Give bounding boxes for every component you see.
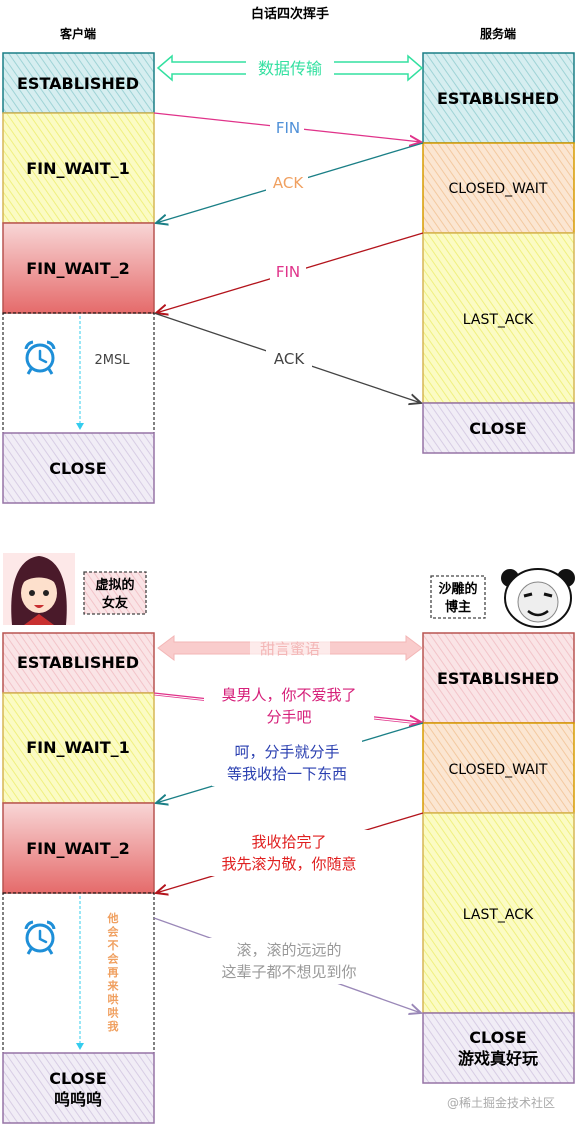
timer-label-char: 再 xyxy=(108,966,119,979)
diagram1-server-label: 服务端 xyxy=(480,26,516,41)
blogger-state-close-line1: CLOSE xyxy=(469,1028,526,1047)
diagram1-server-column: ESTABLISHED CLOSED_WAIT LAST_ACK CLOSE xyxy=(422,52,575,454)
timer-label-char: 哄 xyxy=(108,1006,119,1020)
client-timer-region xyxy=(2,312,155,434)
blogger-state-closed-wait-label: CLOSED_WAIT xyxy=(449,762,548,778)
virtual-girlfriend-avatar xyxy=(3,553,75,625)
diagram1-data-transfer-arrow: 数据传输 xyxy=(156,54,424,82)
msg-agree-line1: 呵，分手就分手 xyxy=(234,743,339,761)
blogger-label-line1: 沙雕的 xyxy=(438,581,477,597)
client-state-fin-wait-1-label: FIN_WAIT_1 xyxy=(26,159,130,178)
diagram2-client-column: ESTABLISHED FIN_WAIT_1 FIN_WAIT_2 CLOSE … xyxy=(2,632,155,1124)
timer-label-char: 哄 xyxy=(108,992,119,1006)
msg-fin-1-label: FIN xyxy=(276,119,300,137)
client-state-fin-wait-1 xyxy=(2,112,155,224)
girlfriend-label-line1: 虚拟的 xyxy=(95,577,134,593)
client-state-established-label: ESTABLISHED xyxy=(17,74,139,93)
timer-label-char: 会 xyxy=(108,925,120,939)
girlfriend-label-box xyxy=(83,571,147,615)
diagram1-client-column: ESTABLISHED FIN_WAIT_1 FIN_WAIT_2 CLOSE xyxy=(2,52,155,504)
diagram2-server-column: ESTABLISHED CLOSED_WAIT LAST_ACK CLOSE 游… xyxy=(422,632,575,1084)
client-state-fin-wait-2-label: FIN_WAIT_2 xyxy=(26,259,130,278)
server-state-closed-wait xyxy=(422,142,575,234)
blogger-state-last-ack-label: LAST_ACK xyxy=(463,907,534,923)
server-state-established xyxy=(422,52,575,144)
msg-ack-2-label: ACK xyxy=(274,350,305,368)
diagram2-data-transfer-arrow: 甜言蜜语 xyxy=(157,635,423,661)
gf-state-established-label: ESTABLISHED xyxy=(17,653,139,672)
client-state-close xyxy=(2,432,155,504)
gf-state-fin-wait-2 xyxy=(2,802,155,894)
blogger-state-established xyxy=(422,632,575,724)
server-state-close xyxy=(422,402,575,454)
panda-meme-avatar xyxy=(501,568,575,628)
server-state-close-label: CLOSE xyxy=(469,419,526,438)
server-state-established-label: ESTABLISHED xyxy=(437,89,559,108)
gf-state-fin-wait-1 xyxy=(2,692,155,804)
diagram1-data-transfer-label: 数据传输 xyxy=(258,59,322,78)
gf-state-close-line1: CLOSE xyxy=(49,1069,106,1088)
server-state-last-ack-label: LAST_ACK xyxy=(463,312,534,328)
alarm-clock-icon xyxy=(24,340,56,375)
timer-label-char: 会 xyxy=(108,952,120,966)
msg-fin-2-label: FIN xyxy=(276,263,300,281)
diagram1-timer-label: 2MSL xyxy=(95,353,131,368)
diagram2-data-transfer-label: 甜言蜜语 xyxy=(260,640,320,658)
diagram1-title: 白话四次挥手 xyxy=(251,6,329,22)
gf-state-close xyxy=(2,1052,155,1124)
msg-packed-line2: 我先滚为敬，你随意 xyxy=(221,855,356,873)
diagram1-client-label: 客户端 xyxy=(59,26,96,41)
msg-goodbye-line2: 这辈子都不想见到你 xyxy=(221,963,356,981)
msg-agree-line2: 等我收拾一下东西 xyxy=(227,765,347,783)
gf-state-fin-wait-1-label: FIN_WAIT_1 xyxy=(26,738,130,757)
blogger-label-box xyxy=(430,575,486,619)
blogger-state-close xyxy=(422,1012,575,1084)
gf-state-fin-wait-2-label: FIN_WAIT_2 xyxy=(26,839,130,858)
server-state-closed-wait-label: CLOSED_WAIT xyxy=(449,181,548,197)
client-state-established xyxy=(2,52,155,114)
timer-label-char: 我 xyxy=(108,1019,119,1033)
msg-breakup-line1: 臭男人，你不爱我了 xyxy=(221,686,356,704)
diagram2-timer-label: 他会不会再来哄哄我 xyxy=(107,911,120,1033)
blogger-state-closed-wait xyxy=(422,722,575,814)
blogger-state-last-ack xyxy=(422,812,575,1014)
girlfriend-label-line2: 女友 xyxy=(102,595,128,611)
msg-goodbye-line1: 滚，滚的远远的 xyxy=(236,941,341,959)
gf-state-close-line2: 呜呜呜 xyxy=(54,1090,102,1109)
msg-ack-1-label: ACK xyxy=(273,174,304,192)
timer-label-char: 不 xyxy=(108,939,119,952)
watermark: @稀土掘金技术社区 xyxy=(447,1095,555,1110)
msg-breakup-line2: 分手吧 xyxy=(266,708,311,726)
client-state-fin-wait-2 xyxy=(2,222,155,314)
client-state-close-label: CLOSE xyxy=(49,459,106,478)
gf-state-established xyxy=(2,632,155,694)
blogger-state-close-line2: 游戏真好玩 xyxy=(458,1049,538,1068)
alarm-clock-icon xyxy=(24,920,56,955)
blogger-label-line2: 博主 xyxy=(445,599,471,615)
timer-label-char: 他 xyxy=(107,911,119,925)
gf-timer-region xyxy=(2,892,155,1054)
blogger-state-established-label: ESTABLISHED xyxy=(437,669,559,688)
msg-packed-line1: 我收拾完了 xyxy=(251,833,326,851)
timer-label-char: 来 xyxy=(107,979,120,993)
